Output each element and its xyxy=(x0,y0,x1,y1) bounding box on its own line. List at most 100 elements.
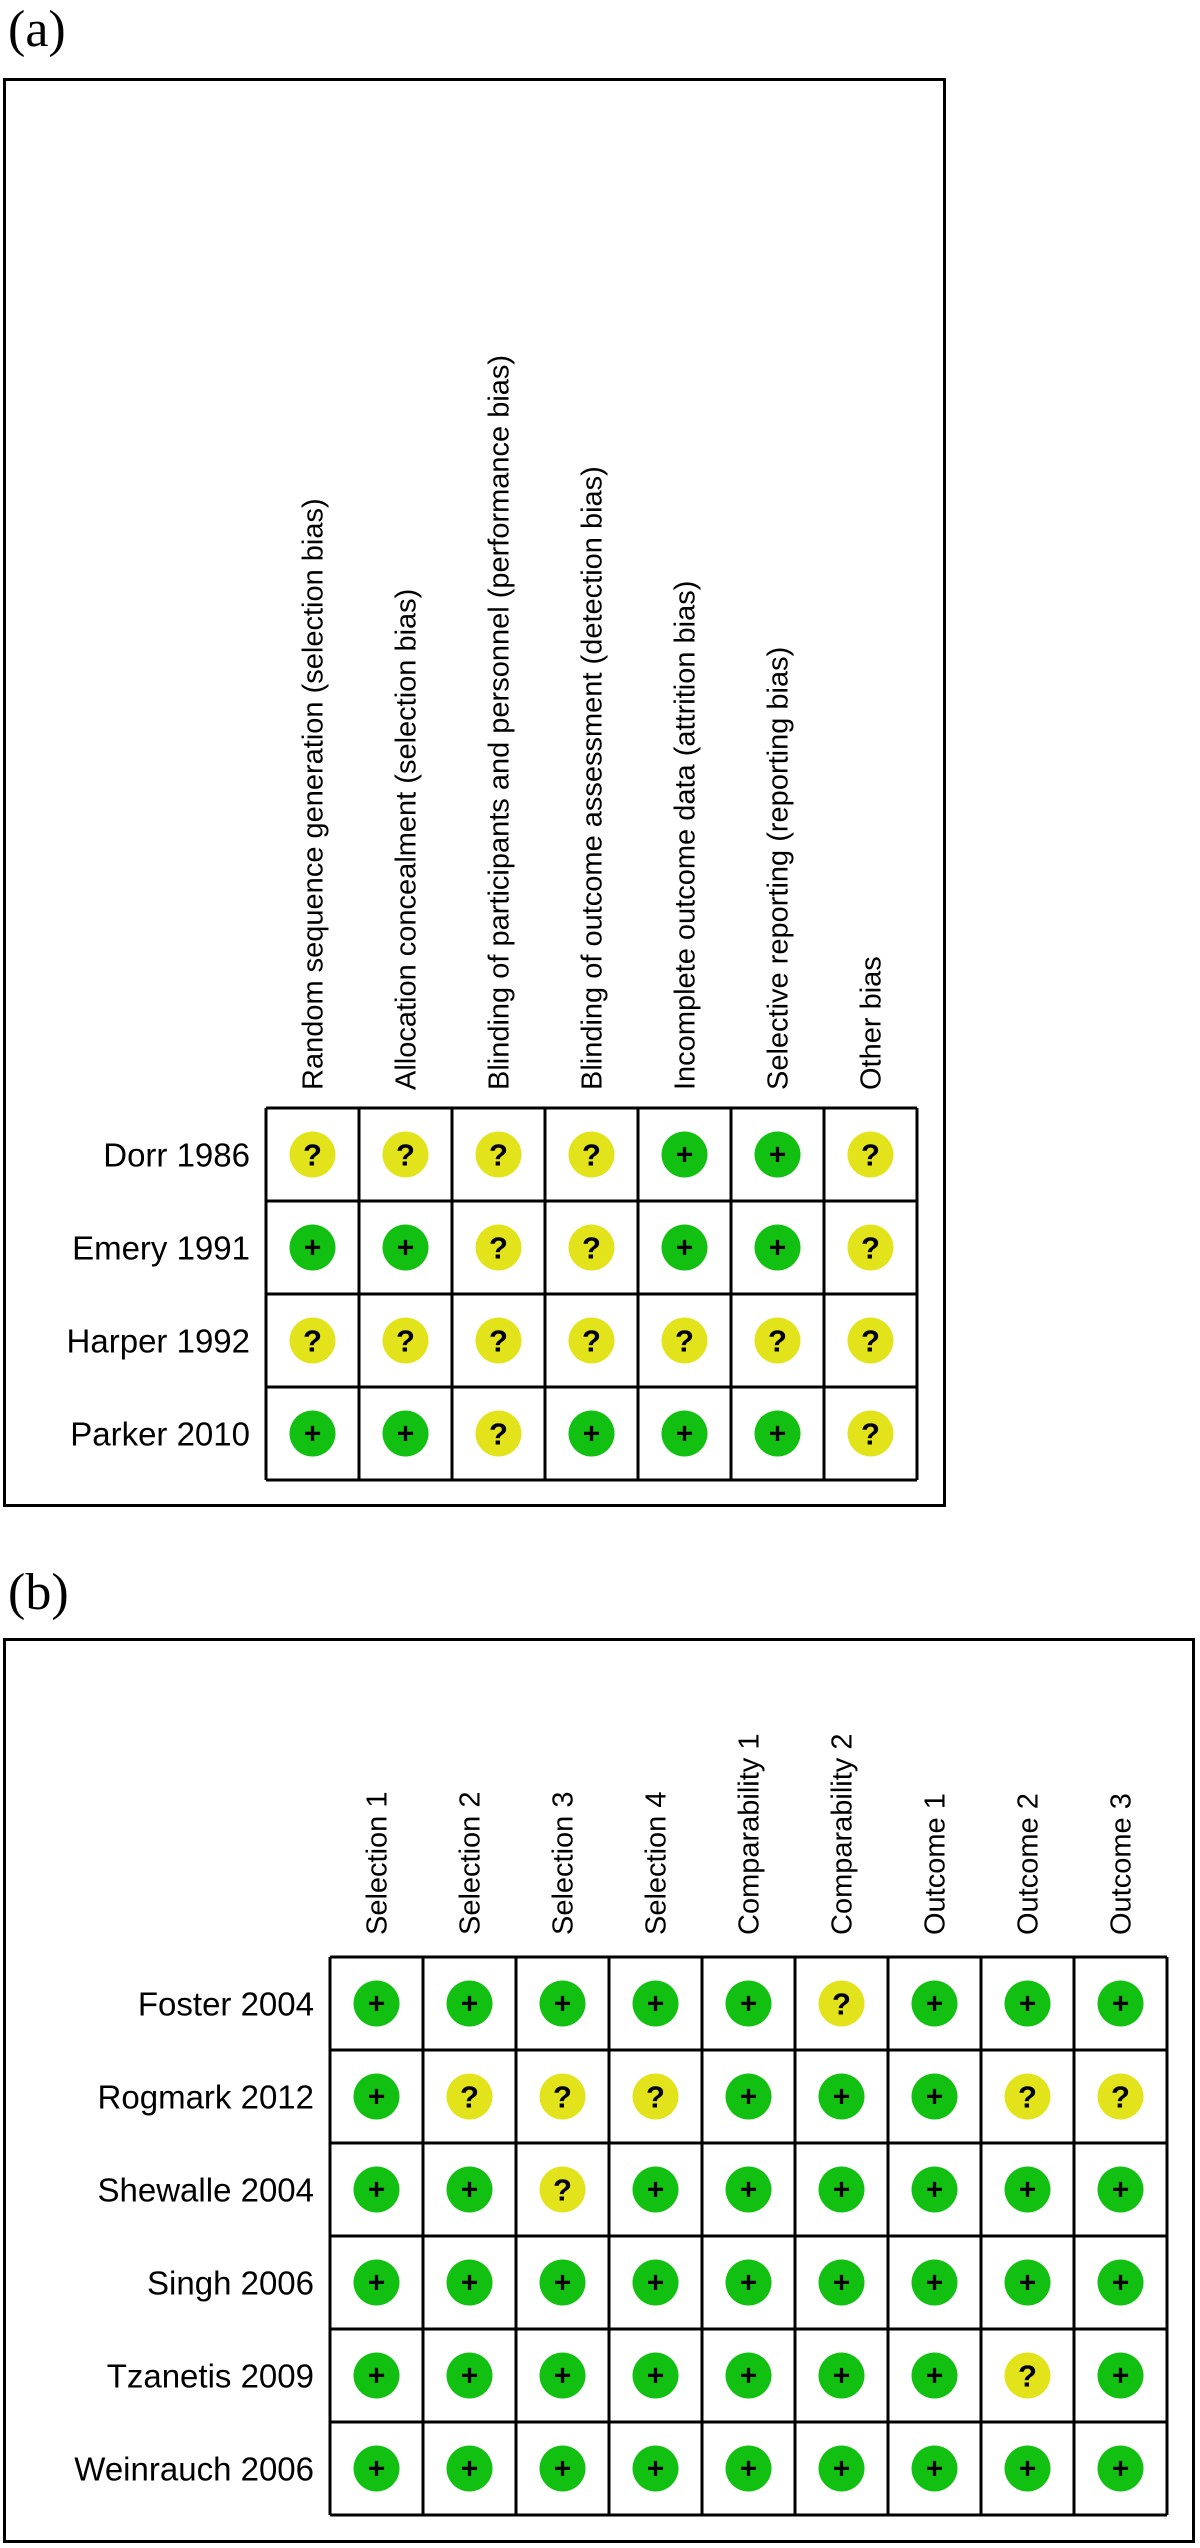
panel-a-box xyxy=(3,78,946,1507)
low-risk-mark xyxy=(353,2259,400,2306)
cell-symbol: + xyxy=(554,2267,572,2300)
low-risk-mark xyxy=(539,2352,586,2399)
low-risk-mark xyxy=(818,2073,865,2120)
unclear-risk-mark xyxy=(847,1410,894,1457)
unclear-risk-mark xyxy=(446,2073,493,2120)
cell-symbol: + xyxy=(833,2174,851,2207)
cell-symbol: ? xyxy=(675,1324,694,1359)
cell-symbol: + xyxy=(461,2174,479,2207)
cell-symbol: ? xyxy=(489,1417,508,1452)
cell-symbol: + xyxy=(676,1232,694,1265)
cell-symbol: + xyxy=(740,1988,758,2021)
low-risk-mark xyxy=(725,2259,772,2306)
cell-symbol: ? xyxy=(553,2080,572,2115)
panel-b-box xyxy=(3,1638,1195,2543)
low-risk-mark xyxy=(1004,2445,1051,2492)
low-risk-mark xyxy=(1097,2352,1144,2399)
cell-symbol: + xyxy=(1019,1988,1037,2021)
cell-symbol: + xyxy=(740,2360,758,2393)
cell-symbol: ? xyxy=(489,1138,508,1173)
low-risk-mark xyxy=(725,1980,772,2027)
column-header: Blinding of participants and personnel (… xyxy=(484,355,516,1090)
cell-symbol: + xyxy=(368,2453,386,2486)
row-label: Tzanetis 2009 xyxy=(107,2358,314,2395)
unclear-risk-mark xyxy=(289,1131,336,1178)
low-risk-mark xyxy=(661,1410,708,1457)
low-risk-mark xyxy=(353,2352,400,2399)
cell-symbol: ? xyxy=(646,2080,665,2115)
low-risk-mark xyxy=(911,2166,958,2213)
cell-symbol: ? xyxy=(861,1138,880,1173)
cell-symbol: ? xyxy=(1018,2080,1037,2115)
low-risk-mark xyxy=(353,2073,400,2120)
column-header: Selection 3 xyxy=(548,1792,580,1936)
row-label: Harper 1992 xyxy=(67,1323,250,1360)
row-label: Rogmark 2012 xyxy=(98,2079,314,2116)
low-risk-mark xyxy=(818,2259,865,2306)
cell-symbol: + xyxy=(833,2360,851,2393)
row-label: Emery 1991 xyxy=(72,1230,250,1267)
column-header: Blinding of outcome assessment (detectio… xyxy=(577,466,609,1090)
low-risk-mark xyxy=(661,1131,708,1178)
column-header: Selection 2 xyxy=(455,1792,487,1936)
unclear-risk-mark xyxy=(568,1131,615,1178)
column-header: Selection 1 xyxy=(362,1792,394,1936)
column-header: Random sequence generation (selection bi… xyxy=(298,498,330,1090)
cell-symbol: + xyxy=(833,2081,851,2114)
cell-symbol: + xyxy=(676,1139,694,1172)
cell-symbol: ? xyxy=(582,1231,601,1266)
cell-symbol: + xyxy=(1019,2453,1037,2486)
low-risk-mark xyxy=(911,2259,958,2306)
unclear-risk-mark xyxy=(539,2166,586,2213)
cell-symbol: + xyxy=(554,2360,572,2393)
cell-symbol: + xyxy=(368,1988,386,2021)
cell-symbol: ? xyxy=(489,1324,508,1359)
low-risk-mark xyxy=(568,1410,615,1457)
cell-symbol: + xyxy=(368,2267,386,2300)
unclear-risk-mark xyxy=(475,1317,522,1364)
column-header: Outcome 3 xyxy=(1106,1793,1138,1935)
cell-symbol: + xyxy=(1019,2174,1037,2207)
low-risk-mark xyxy=(754,1410,801,1457)
unclear-risk-mark xyxy=(475,1224,522,1271)
low-risk-mark xyxy=(911,2073,958,2120)
cell-symbol: ? xyxy=(489,1231,508,1266)
unclear-risk-mark xyxy=(382,1131,429,1178)
cell-symbol: + xyxy=(647,1988,665,2021)
low-risk-mark xyxy=(632,2166,679,2213)
low-risk-mark xyxy=(1004,1980,1051,2027)
cell-symbol: + xyxy=(926,2081,944,2114)
cell-symbol: ? xyxy=(1018,2359,1037,2394)
unclear-risk-mark xyxy=(847,1317,894,1364)
cell-symbol: + xyxy=(554,2453,572,2486)
cell-symbol: ? xyxy=(861,1231,880,1266)
panel-a-label: (a) xyxy=(8,1,66,58)
row-label: Shewalle 2004 xyxy=(98,2172,315,2209)
cell-symbol: ? xyxy=(768,1324,787,1359)
unclear-risk-mark xyxy=(289,1317,336,1364)
cell-symbol: ? xyxy=(861,1324,880,1359)
cell-symbol: + xyxy=(397,1232,415,1265)
unclear-risk-mark xyxy=(1004,2352,1051,2399)
cell-symbol: + xyxy=(926,1988,944,2021)
cell-symbol: + xyxy=(304,1418,322,1451)
risk-of-bias-grid-a: Random sequence generation (selection bi… xyxy=(67,355,919,1482)
low-risk-mark xyxy=(661,1224,708,1271)
cell-symbol: + xyxy=(583,1418,601,1451)
row-label: Foster 2004 xyxy=(138,1986,314,2023)
cell-symbol: ? xyxy=(582,1138,601,1173)
low-risk-mark xyxy=(725,2352,772,2399)
cell-symbol: ? xyxy=(582,1324,601,1359)
column-header: Comparability 1 xyxy=(734,1734,766,1935)
cell-symbol: + xyxy=(368,2360,386,2393)
low-risk-mark xyxy=(446,2352,493,2399)
cell-symbol: + xyxy=(554,1988,572,2021)
unclear-risk-mark xyxy=(475,1131,522,1178)
low-risk-mark xyxy=(632,2352,679,2399)
low-risk-mark xyxy=(446,2259,493,2306)
cell-symbol: + xyxy=(1112,2453,1130,2486)
cell-symbol: + xyxy=(368,2081,386,2114)
low-risk-mark xyxy=(818,2166,865,2213)
cell-symbol: + xyxy=(740,2453,758,2486)
